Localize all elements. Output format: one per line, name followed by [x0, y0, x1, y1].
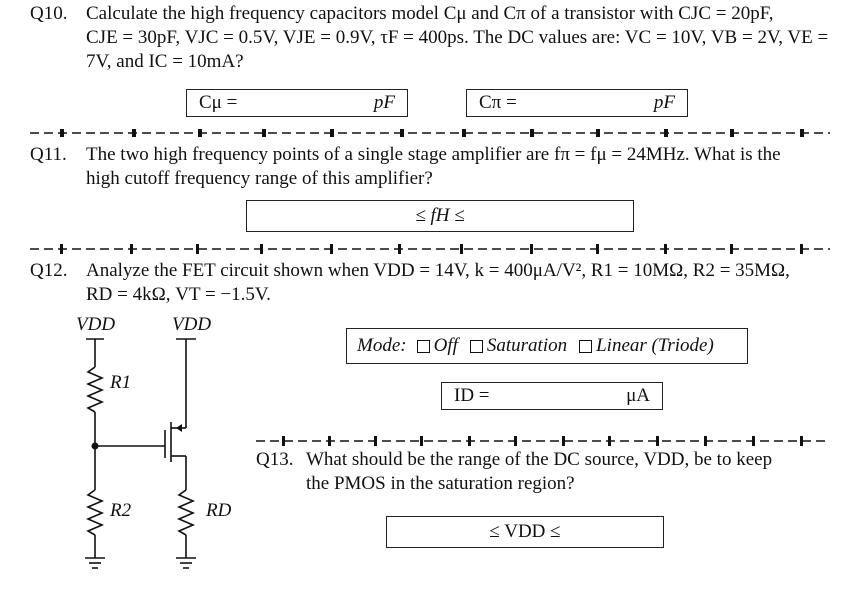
q10-text-line2: CJE = 30pF, VJC = 0.5V, VJE = 0.9V, τF =… — [86, 27, 829, 48]
mode-off-label: Off — [433, 335, 458, 356]
id-unit: μA — [626, 385, 650, 406]
mode-linear-checkbox[interactable] — [579, 339, 593, 353]
r2-label: R2 — [110, 500, 132, 521]
q11-text-line2: high cutoff frequency range of this ampl… — [86, 168, 433, 189]
circuit-schematic — [85, 338, 196, 569]
q13-line2: the PMOS in the saturation region? — [306, 472, 575, 496]
q10-text-line3: 7V, and IC = 10mA? — [86, 51, 244, 72]
id-label: ID = — [454, 385, 490, 406]
section-divider — [30, 244, 830, 254]
q11-number: Q11. — [30, 144, 67, 165]
q13-text-line2: the PMOS in the saturation region? — [306, 473, 575, 494]
q12-text-line2: RD = 4kΩ, VT = −1.5V. — [86, 284, 271, 305]
cpi-unit: pF — [653, 92, 675, 113]
cmu-answer-box[interactable]: Cμ = pF — [186, 89, 408, 117]
mode-saturation-checkbox[interactable] — [469, 339, 483, 353]
mode-select-box: Mode: Off Saturation Linear (Triode) — [346, 328, 748, 364]
mode-saturation-label: Saturation — [486, 335, 568, 356]
fh-range-answer-box[interactable]: ≤ fH ≤ — [246, 200, 634, 232]
rd-label: RD — [206, 500, 232, 521]
mode-label: Mode: — [357, 335, 407, 356]
section-divider — [30, 129, 830, 137]
mode-linear-label: Linear (Triode) — [596, 335, 714, 356]
q13-text-line1: What should be the range of the DC sourc… — [306, 449, 773, 470]
cmu-label: Cμ = — [199, 92, 238, 113]
junction-dot — [91, 442, 99, 450]
q13-number: Q13. — [256, 449, 294, 470]
q10-number: Q10. — [30, 3, 68, 24]
cpi-label: Cπ = — [479, 92, 517, 113]
fh-range-label: ≤ fH ≤ — [415, 205, 465, 226]
vdd-left-label: VDD — [76, 314, 116, 335]
q10-text-line1: Calculate the high frequency capacitors … — [86, 3, 774, 24]
mode-off-checkbox[interactable] — [416, 339, 430, 353]
vdd-range-answer-box[interactable]: ≤ VDD ≤ — [386, 516, 664, 548]
vdd-right-label: VDD — [172, 314, 212, 335]
q12-number: Q12. — [30, 260, 68, 281]
id-answer-box[interactable]: ID = μA — [441, 382, 663, 410]
q12-text-line1: Analyze the FET circuit shown when VDD =… — [86, 260, 790, 281]
cmu-unit: pF — [373, 92, 395, 113]
vdd-range-label: ≤ VDD ≤ — [489, 521, 561, 542]
r1-label: R1 — [110, 372, 132, 393]
section-divider — [256, 436, 830, 446]
cpi-answer-box[interactable]: Cπ = pF — [466, 89, 688, 117]
source-arrow-icon — [176, 424, 182, 432]
q13-line1: Q13. What should be the range of the DC … — [256, 448, 772, 472]
q11-text-line1: The two high frequency points of a singl… — [86, 144, 781, 165]
fet-circuit-diagram: VDD VDD R1 R2 RD — [60, 312, 260, 584]
